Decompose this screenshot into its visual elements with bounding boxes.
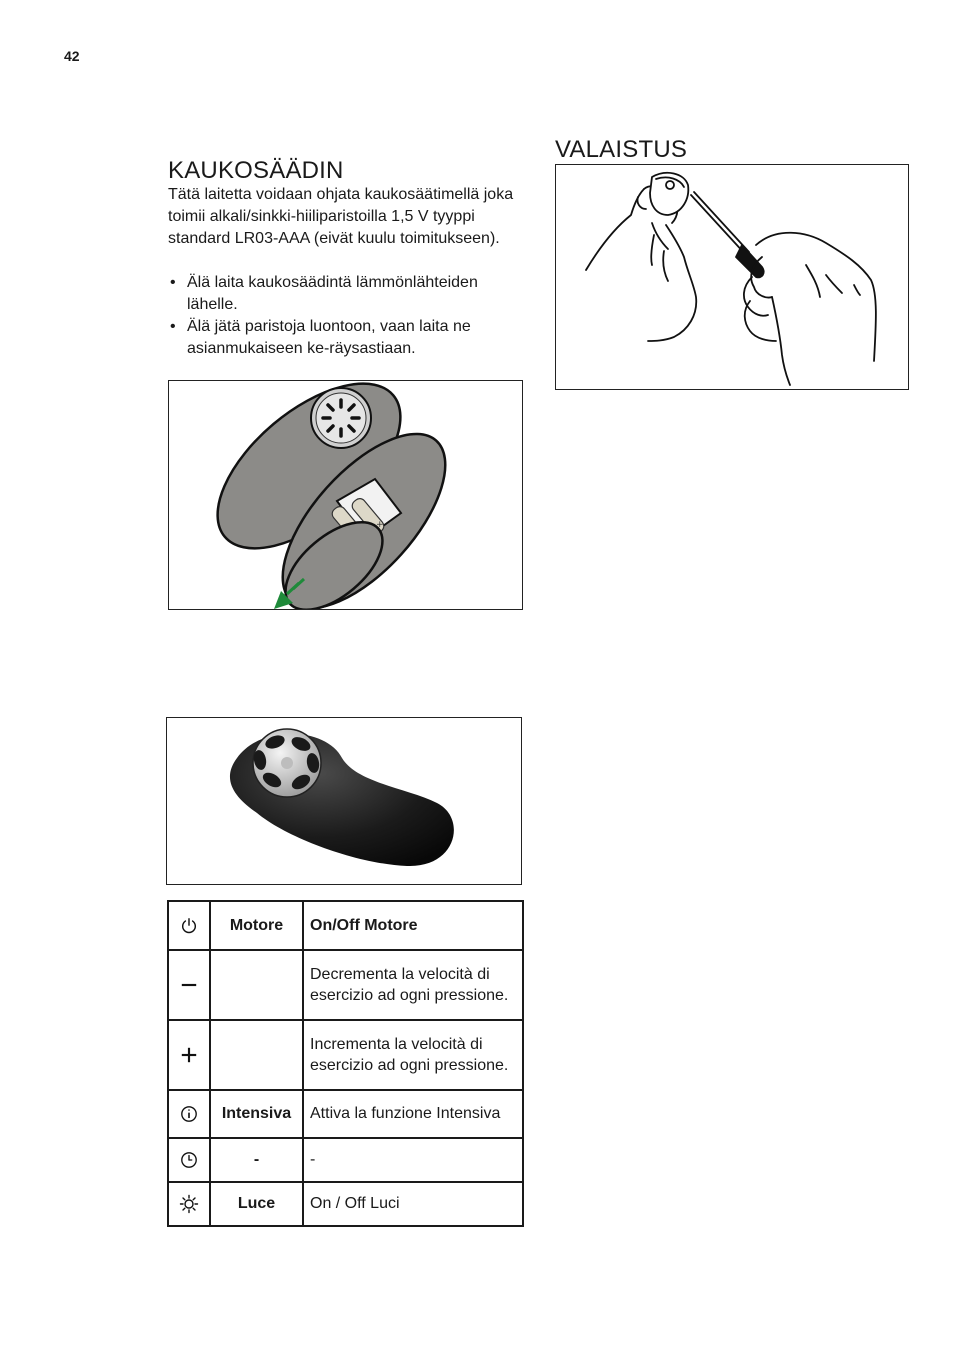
plus-icon [181, 1047, 197, 1063]
info-icon [181, 1106, 197, 1122]
light-icon [179, 1194, 199, 1214]
function-description: On / Off Luci [302, 1181, 524, 1227]
table-row: Decrementa la velocità di esercizio ad o… [167, 949, 524, 1021]
function-description: On/Off Motore [302, 900, 524, 951]
remote-section-title: KAUKOSÄÄDIN [168, 157, 344, 184]
function-description: - [302, 1137, 524, 1183]
remote-open-drawing: + [281, 432, 447, 609]
lighting-section-title: VALAISTUS [555, 136, 688, 163]
power-icon [181, 917, 197, 933]
slide-direction-arrow [274, 577, 306, 609]
function-name: - [209, 1137, 304, 1183]
table-row: Motore On/Off Motore [167, 900, 524, 951]
svg-text:+: + [376, 520, 384, 530]
table-row: - - [167, 1137, 524, 1183]
table-row: Luce On / Off Luci [167, 1181, 524, 1227]
function-name [209, 1019, 304, 1091]
table-row: Incrementa la velocità di esercizio ad o… [167, 1019, 524, 1091]
function-description: Decrementa la velocità di esercizio ad o… [302, 949, 524, 1021]
function-description: Incrementa la velocità di esercizio ad o… [302, 1019, 524, 1091]
function-description: Attiva la funzione Intensiva [302, 1089, 524, 1139]
minus-icon [181, 983, 197, 987]
page-number: 42 [64, 48, 80, 64]
timer-icon [181, 1152, 197, 1168]
remote-control-photo [166, 717, 522, 885]
warning-item: Älä jätä paristoja luontoon, vaan laita … [168, 316, 528, 360]
function-name: Motore [209, 900, 304, 951]
battery-replacement-illustration: + [168, 380, 523, 610]
remote-warnings-list: Älä laita kaukosäädintä lämmönlähteiden … [168, 272, 528, 360]
function-name: Intensiva [209, 1089, 304, 1139]
function-name: Luce [209, 1181, 304, 1227]
warning-item: Älä laita kaukosäädintä lämmönlähteiden … [168, 272, 528, 316]
remote-functions-table: Motore On/Off Motore Decrementa la veloc… [167, 900, 524, 1227]
light-bulb-replacement-illustration [555, 164, 909, 390]
table-row: Intensiva Attiva la funzione Intensiva [167, 1089, 524, 1139]
remote-intro-text: Tätä laitetta voidaan ohjata kaukosäätim… [168, 186, 514, 247]
function-name [209, 949, 304, 1021]
